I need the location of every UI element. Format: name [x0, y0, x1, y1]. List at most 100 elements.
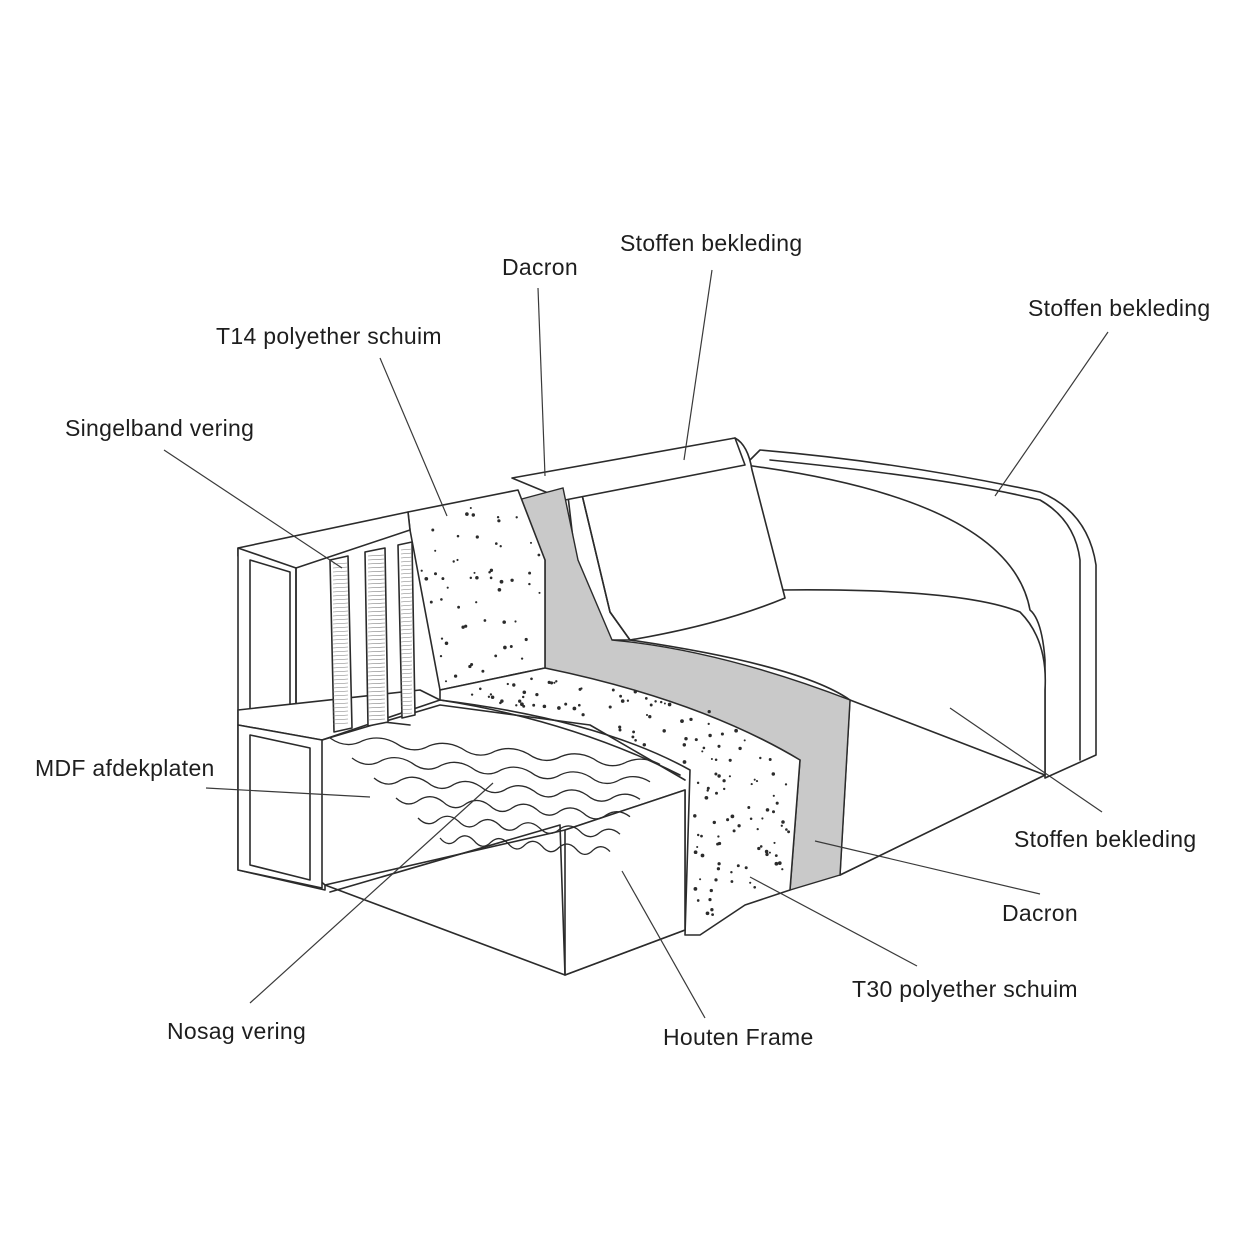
foam-dot	[761, 817, 764, 820]
foam-dot	[537, 553, 541, 557]
strap-hatch-line	[332, 582, 349, 585]
foam-dot	[471, 513, 476, 517]
strap-hatch-line	[400, 708, 413, 711]
foam-dot	[431, 528, 435, 532]
strap-hatch-line	[400, 628, 413, 631]
foam-dot	[682, 743, 687, 747]
strap-hatch-line	[332, 626, 349, 629]
foam-dot	[532, 703, 536, 707]
strap-hatch-line	[400, 684, 413, 687]
label-t14-polyether-schuim: T14 polyether schuim	[216, 323, 442, 349]
strap-hatch-line	[332, 578, 349, 581]
foam-dot	[626, 699, 630, 702]
foam-dot	[453, 674, 458, 678]
strap-hatch-line	[367, 674, 386, 677]
strap-hatch-line	[367, 598, 386, 601]
strap-hatch-line	[367, 710, 386, 713]
strap-hatch-line	[400, 600, 413, 603]
foam-dot	[497, 519, 501, 523]
strap-hatch-line	[332, 634, 349, 637]
foam-dot	[706, 789, 709, 792]
foam-dot	[696, 899, 700, 902]
foam-dot	[693, 887, 698, 891]
foam-dot	[726, 818, 730, 822]
strap-hatch-line	[367, 594, 386, 597]
foam-dot	[705, 911, 710, 916]
label-stoffen-bekleding-seat: Stoffen bekleding	[1014, 826, 1197, 852]
strap-hatch-line	[400, 664, 413, 667]
strap-hatch-line	[400, 636, 413, 639]
foam-dot	[662, 729, 666, 733]
label-dacron-top: Dacron	[502, 254, 578, 280]
strap-hatch-line	[400, 704, 413, 707]
foam-dot	[774, 854, 778, 857]
foam-dot	[764, 849, 769, 854]
foam-dot	[479, 687, 482, 691]
strap-hatch-line	[332, 630, 349, 633]
foam-dot	[701, 750, 704, 753]
strap-hatch-line	[400, 696, 413, 699]
foam-dot	[528, 582, 531, 586]
strap-hatch-line	[332, 618, 349, 621]
strap-hatch-line	[400, 596, 413, 599]
foam-dot	[694, 738, 698, 742]
strap-hatch-line	[332, 606, 349, 609]
strap-hatch-line	[367, 626, 386, 629]
foam-dot	[469, 576, 473, 580]
strap-hatch-line	[400, 620, 413, 623]
foam-dot	[645, 713, 649, 717]
label-t30-polyether-schuim: T30 polyether schuim	[852, 976, 1078, 1002]
foam-dot	[512, 683, 516, 687]
foam-dot	[682, 760, 687, 764]
strap-hatch-line	[367, 634, 386, 637]
strap-hatch-line	[332, 690, 349, 693]
strap-hatch-line	[400, 548, 413, 551]
foam-dot	[707, 709, 711, 714]
foam-dot	[490, 695, 495, 699]
foam-dot	[720, 732, 724, 736]
foam-dot	[494, 654, 498, 658]
strap-hatch-line	[367, 582, 386, 585]
foam-dot	[518, 699, 522, 703]
strap-hatch-line	[367, 638, 386, 641]
foam-dot	[737, 824, 741, 828]
foam-dot	[456, 534, 460, 538]
foam-dot	[750, 783, 753, 786]
foam-dot	[530, 677, 533, 681]
foam-dot	[711, 913, 714, 916]
foam-dot	[424, 576, 429, 581]
strap-hatch-line	[367, 606, 386, 609]
label-singelband-vering: Singelband vering	[65, 415, 255, 441]
foam-dot	[522, 690, 527, 695]
foam-dot	[475, 576, 479, 580]
foam-dot	[572, 706, 577, 711]
strap-hatch-line	[367, 602, 386, 605]
strap-hatch-line	[367, 562, 386, 565]
strap-hatch-line	[332, 722, 349, 725]
strap-hatch-line	[367, 718, 386, 721]
foam-dot	[753, 885, 757, 889]
strap-hatch-line	[400, 656, 413, 659]
strap-hatch-line	[400, 592, 413, 595]
strap-hatch-line	[367, 614, 386, 617]
foam-dot	[633, 690, 637, 694]
nosag-spring-row	[373, 776, 641, 802]
strap-hatch-line	[400, 632, 413, 635]
foam-dot	[515, 516, 518, 519]
foam-dot	[781, 868, 784, 871]
strap-hatch-line	[367, 678, 386, 681]
strap-hatch-line	[367, 694, 386, 697]
strap-hatch-line	[367, 566, 386, 569]
strap-hatch-line	[400, 700, 413, 703]
strap-hatch-line	[332, 706, 349, 709]
foam-dot	[710, 757, 713, 761]
foam-dot	[659, 700, 663, 704]
foam-dot	[722, 779, 726, 783]
foam-dot	[631, 735, 635, 739]
strap-hatch-line	[400, 616, 413, 619]
strap-hatch-line	[400, 680, 413, 683]
nosag-spring-row	[439, 835, 611, 856]
strap-hatch-line	[400, 588, 413, 591]
